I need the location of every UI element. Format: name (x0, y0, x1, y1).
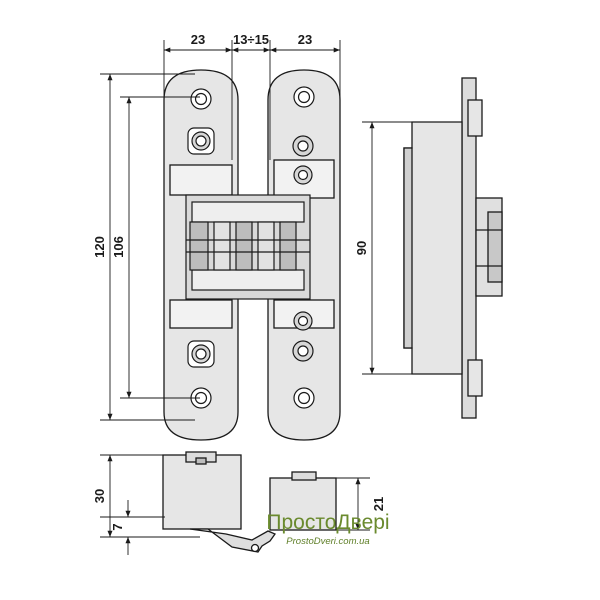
bottom-view-right-block (269, 471, 337, 531)
right-adjust-screw-3 (293, 311, 313, 331)
dim-body-height: 90 (354, 241, 369, 255)
watermark-title: ПростоДвері (266, 511, 389, 534)
right-adjust-screw-2 (293, 165, 313, 185)
left-top-screw-hole (190, 88, 212, 110)
right-top-screw-hole (293, 86, 315, 108)
dim-depth: 30 (92, 489, 107, 503)
dim-gap: 13÷15 (233, 32, 269, 47)
right-adjust-screw-4 (292, 340, 314, 362)
hinge-mechanism (185, 194, 311, 300)
dim-total-height: 120 (92, 236, 107, 258)
right-adjust-screw-1 (292, 135, 314, 157)
dim-width-left: 23 (191, 32, 205, 47)
dim-side-depth: 21 (371, 497, 386, 511)
dim-offset: 7 (110, 523, 125, 530)
left-bottom-screw-hole (190, 387, 212, 409)
bottom-view-left-block (162, 451, 276, 553)
left-upper-adjust-screw (187, 127, 215, 155)
dim-hole-spacing: 106 (111, 236, 126, 258)
side-view-hinge (403, 77, 503, 419)
watermark-url: ProstoDveri.com.ua (286, 536, 369, 547)
dimension-lines (100, 40, 412, 555)
left-lower-adjust-screw (187, 340, 215, 368)
watermark: ПростоДвері ProstoDveri.com.ua (266, 511, 389, 547)
right-bottom-screw-hole (293, 387, 315, 409)
dim-width-right: 23 (298, 32, 312, 47)
